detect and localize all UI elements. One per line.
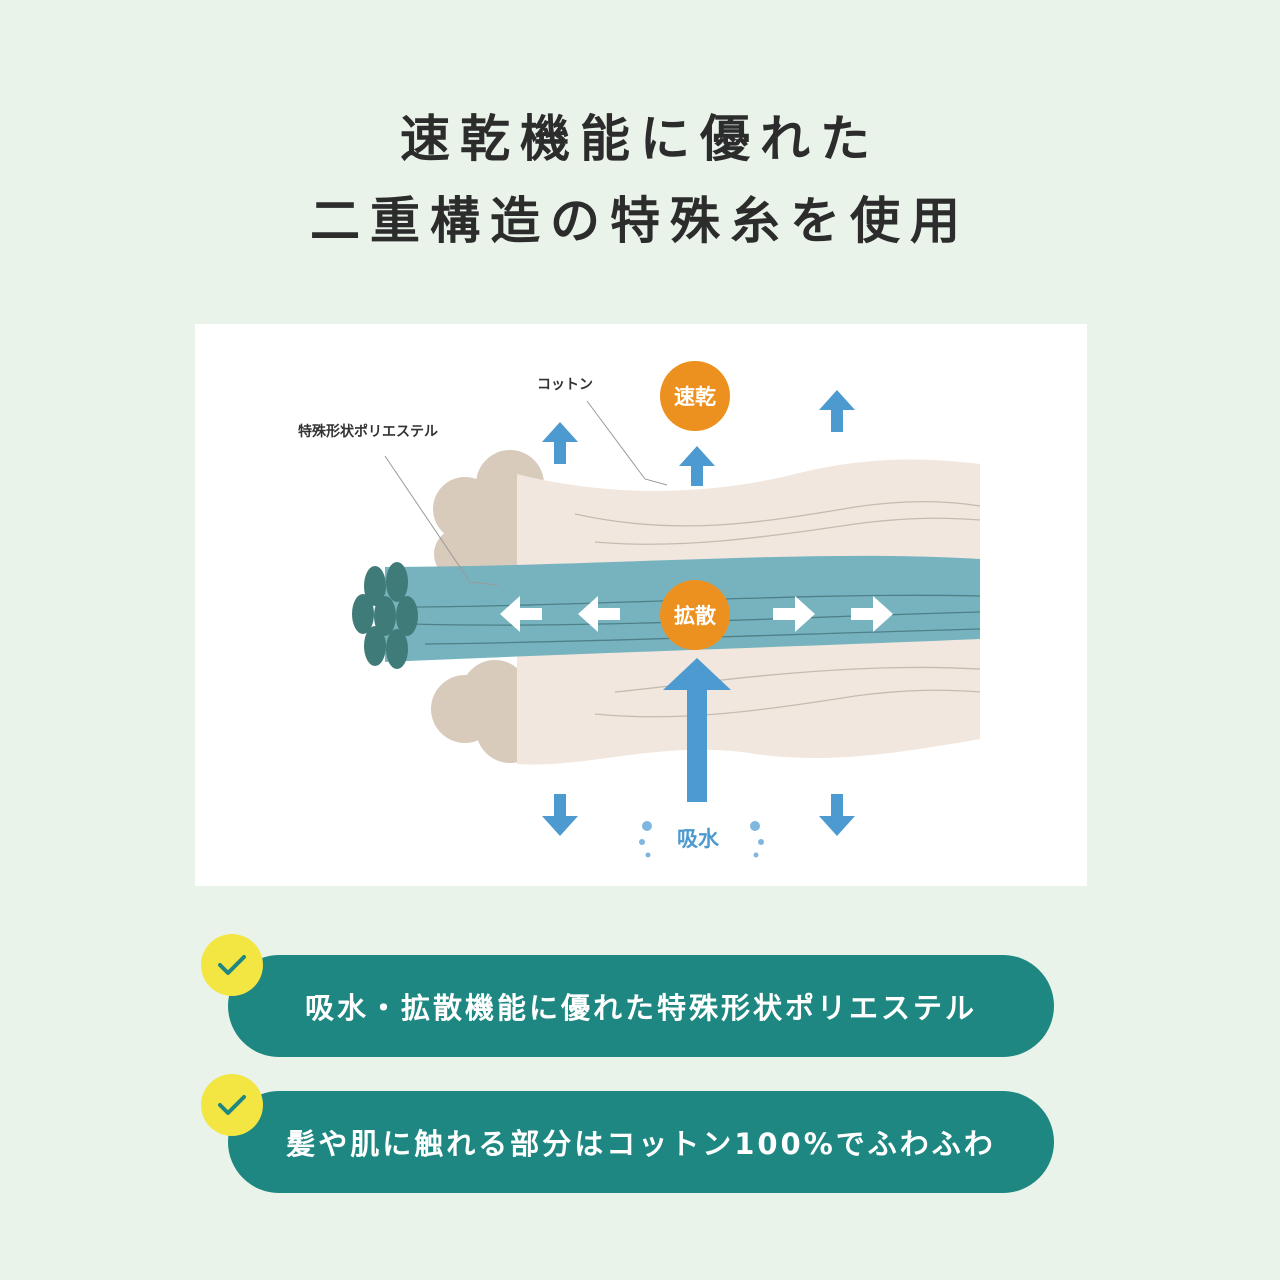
diagram-panel: コットン 特殊形状ポリエステル 速乾 拡散 吸水 [195,324,1087,886]
headline: 速乾機能に優れた 二重構造の特殊糸を使用 [0,98,1280,262]
headline-line-2: 二重構造の特殊糸を使用 [310,191,970,250]
absorb-arrow-icon [663,658,731,802]
diffusion-arrows [500,596,893,632]
arrow-up-icon [542,422,578,464]
check-icon [201,934,263,996]
arrow-left-icon [500,596,542,632]
label-polyester: 特殊形状ポリエステル [298,423,438,440]
headline-line-1: 速乾機能に優れた [400,109,880,168]
check-icon [201,1074,263,1136]
cotton-leader-line [586,400,668,486]
label-absorb: 吸水 [677,827,720,851]
arrow-down-icon [819,794,855,836]
arrow-right-icon [773,596,815,632]
polyester-cross-section [352,562,418,669]
arrow-up-icon [819,390,855,432]
feature-pill-2: 髪や肌に触れる部分はコットン100%でふわふわ [228,1091,1054,1193]
yarn-diagram: コットン 特殊形状ポリエステル 速乾 拡散 吸水 [298,361,981,858]
evaporation-arrows [542,390,855,836]
feature-text-1: 吸水・拡散機能に優れた特殊形状ポリエステル [304,991,977,1025]
badge-diffusion [660,580,730,650]
arrow-left-icon [578,596,620,632]
feature-pill-1: 吸水・拡散機能に優れた特殊形状ポリエステル [228,955,1054,1057]
label-cotton: コットン [537,377,593,393]
badge-quick-dry [660,361,730,431]
arrow-up-icon [679,446,715,486]
badge-quick-dry-label: 速乾 [674,385,716,409]
badge-diffusion-label: 拡散 [674,604,716,628]
arrow-right-icon [851,596,893,632]
water-droplets [639,821,764,858]
polyester-leader-line [384,455,499,586]
feature-text-2: 髪や肌に触れる部分はコットン100%でふわふわ [286,1127,996,1161]
arrow-down-icon [542,794,578,836]
